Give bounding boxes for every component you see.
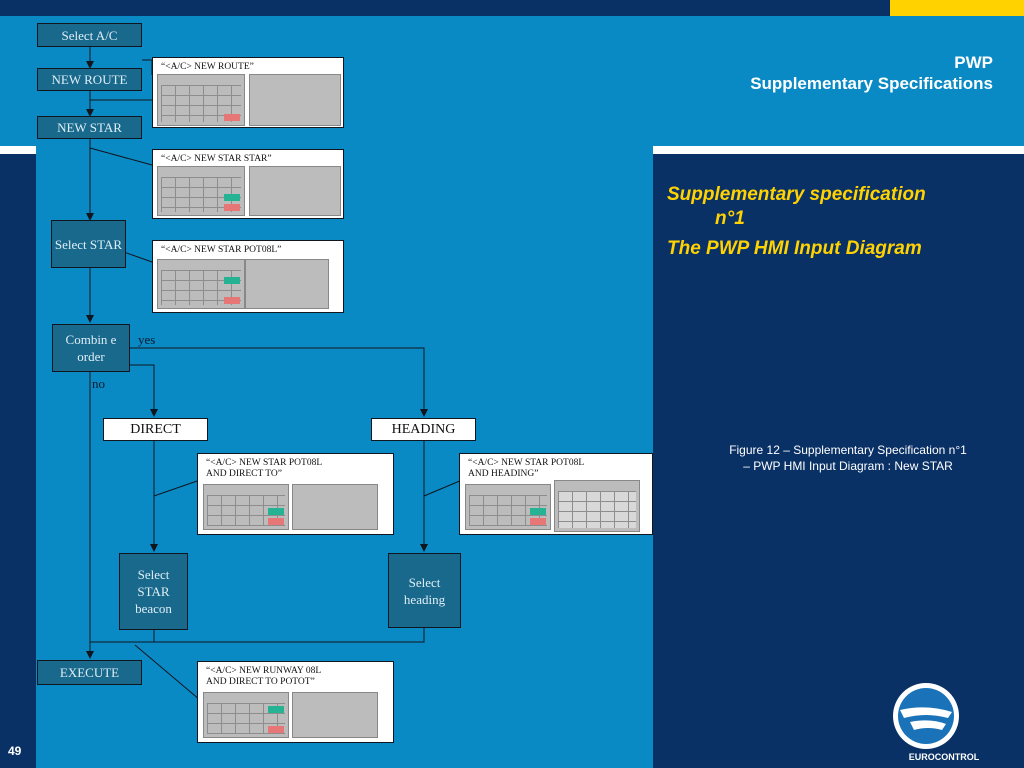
- hmi-panel: [157, 74, 245, 126]
- callout-heading: [423, 479, 463, 497]
- node-select-star-beacon[interactable]: Select STAR beacon: [119, 553, 188, 630]
- node-new-route[interactable]: NEW ROUTE: [37, 68, 142, 91]
- eurocontrol-logo-icon: [893, 683, 959, 749]
- card-title: “<A/C> NEW STAR POT08L AND HEADING”: [468, 458, 585, 479]
- card-title: “<A/C> NEW STAR STAR”: [161, 154, 272, 164]
- card-title: “<A/C> NEW ROUTE”: [161, 62, 254, 72]
- node-select-star[interactable]: Select STAR: [51, 220, 126, 268]
- spec-line-2: n°1: [715, 208, 745, 229]
- hmi-panel: [249, 74, 341, 126]
- card-title: “<A/C> NEW STAR POT08L”: [161, 245, 282, 255]
- edge-yes-heading: [130, 347, 428, 417]
- hmi-panel: [292, 484, 378, 530]
- hmi-panel: [245, 259, 329, 309]
- hmi-panel: [292, 692, 378, 738]
- card-pot08l: “<A/C> NEW STAR POT08L”: [152, 240, 344, 313]
- yellow-accent: [890, 0, 1024, 16]
- node-execute[interactable]: EXECUTE: [37, 660, 142, 685]
- callout-execute: [134, 644, 201, 701]
- right-panel: [653, 154, 1024, 768]
- node-new-star[interactable]: NEW STAR: [37, 116, 142, 139]
- figure-caption: Figure 12 – Supplementary Specification …: [729, 443, 967, 473]
- callout-direct: [153, 479, 201, 497]
- hmi-panel: [157, 259, 245, 309]
- card-runway: “<A/C> NEW RUNWAY 08L AND DIRECT TO POTO…: [197, 661, 394, 743]
- left-margin: [0, 154, 36, 768]
- spec-line-3: The PWP HMI Input Diagram: [667, 238, 922, 259]
- hmi-panel: [249, 166, 341, 216]
- spec-line-1: Supplementary specification: [667, 184, 926, 205]
- edge-heading-merge: [90, 628, 425, 643]
- label-no: no: [92, 376, 105, 391]
- card-title: “<A/C> NEW RUNWAY 08L AND DIRECT TO POTO…: [206, 666, 322, 687]
- title-line-2: Supplementary Specifications: [750, 74, 993, 93]
- hmi-panel: [203, 484, 289, 530]
- node-combine-order[interactable]: Combin e order: [52, 324, 130, 372]
- callout-newstar: [89, 147, 153, 166]
- card-title: “<A/C> NEW STAR POT08L AND DIRECT TO”: [206, 458, 323, 479]
- title-line-1: PWP: [954, 53, 993, 72]
- node-select-ac[interactable]: Select A/C: [37, 23, 142, 47]
- logo-wordmark: EUROCONTROL: [908, 752, 980, 762]
- hmi-panel: [465, 484, 551, 530]
- card-new-route: “<A/C> NEW ROUTE”: [152, 57, 344, 128]
- slide-title: PWP Supplementary Specifications: [750, 52, 993, 94]
- node-heading[interactable]: HEADING: [371, 418, 476, 441]
- node-direct[interactable]: DIRECT: [103, 418, 208, 441]
- card-heading: “<A/C> NEW STAR POT08L AND HEADING”: [459, 453, 653, 535]
- spec-heading: Supplementary specification n°1 The PWP …: [667, 183, 987, 261]
- card-new-star: “<A/C> NEW STAR STAR”: [152, 149, 344, 219]
- edge-beacon-merge: [90, 630, 155, 643]
- label-yes: yes: [138, 332, 156, 347]
- hmi-panel: [157, 166, 245, 216]
- page-number: 49: [8, 744, 22, 758]
- card-direct-to: “<A/C> NEW STAR POT08L AND DIRECT TO”: [197, 453, 394, 535]
- node-select-heading[interactable]: Select heading: [388, 553, 461, 628]
- hmi-panel: [203, 692, 289, 738]
- top-bar: [0, 0, 890, 16]
- heading-grid-panel: [554, 480, 640, 532]
